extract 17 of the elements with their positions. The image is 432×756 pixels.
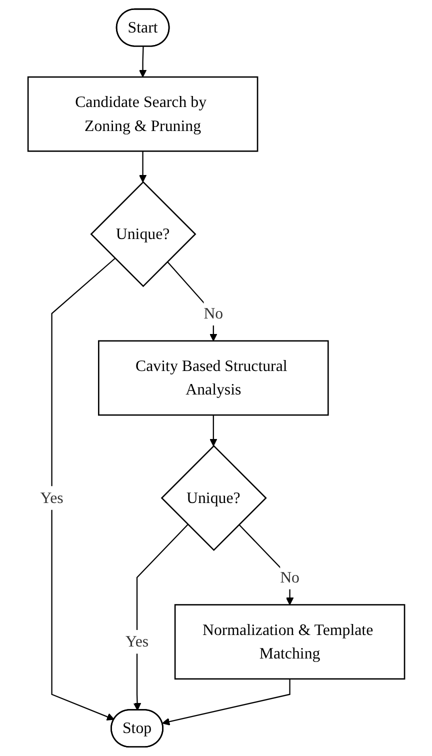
node-box: Candidate Search by Zoning & Pruning — [27, 76, 258, 152]
edge-label: No — [203, 304, 223, 322]
node-diamond: Unique? — [90, 181, 196, 288]
arrow — [238, 524, 294, 606]
arrow — [138, 46, 146, 78]
arrow — [50, 258, 116, 720]
arrow — [166, 261, 217, 342]
edge-label: No — [280, 568, 300, 586]
edge-label: Yes — [125, 632, 148, 650]
arrow — [162, 678, 290, 726]
arrow — [138, 151, 146, 182]
node-box: Cavity Based Structural Analysis — [98, 340, 328, 416]
edge-label: Yes — [40, 488, 64, 506]
node-box: Normalization & Template Matching — [174, 604, 405, 680]
arrow — [133, 524, 188, 711]
arrow — [209, 415, 217, 446]
node-diamond: Unique? — [160, 445, 267, 552]
